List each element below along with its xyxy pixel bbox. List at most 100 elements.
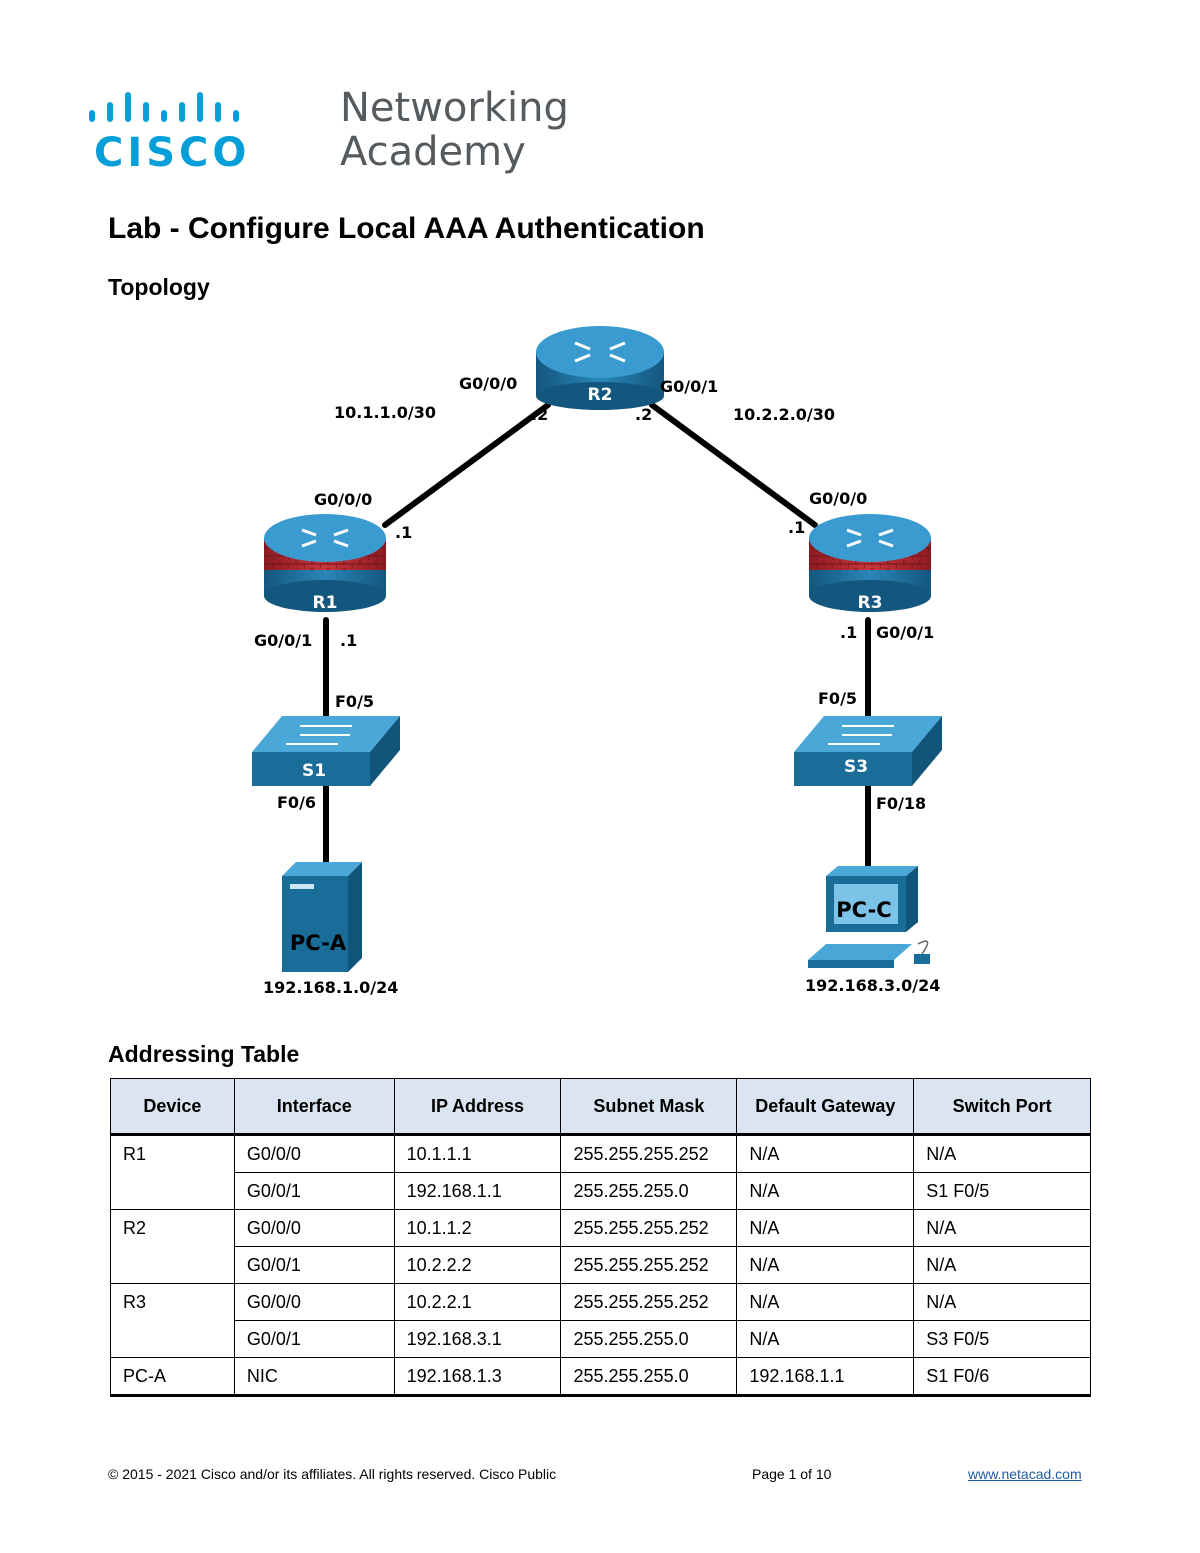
table-row: G0/0/1 192.168.1.1 255.255.255.0 N/A S1 … (111, 1172, 1091, 1210)
table-row: R2 G0/0/0 10.1.1.2 255.255.255.252 N/A N… (110, 1209, 1091, 1284)
link-r2-r3 (649, 402, 818, 528)
cell-device: R2 (110, 1209, 235, 1284)
header-device: Device (110, 1078, 235, 1136)
r1-dot-down: .1 (340, 631, 357, 650)
cell-mask: 255.255.255.252 (560, 1209, 738, 1247)
table-row: G0/0/1 10.2.2.2 255.255.255.252 N/A N/A (111, 1246, 1091, 1284)
cell-device: R1 (110, 1134, 235, 1210)
r2-name: R2 (588, 385, 613, 405)
pc-a-network: 192.168.1.0/24 (263, 978, 398, 997)
r3-dot-down: .1 (840, 623, 857, 642)
cell-switch-port: N/A (913, 1246, 1091, 1284)
cell-switch-port: N/A (913, 1134, 1091, 1173)
brand-line-academy: Academy (340, 129, 526, 175)
page-title: Lab - Configure Local AAA Authentication (108, 212, 705, 245)
r2-dot-right: .2 (635, 405, 652, 424)
r3-dot-up: .1 (788, 518, 805, 537)
cell-ip: 10.2.2.1 (393, 1283, 562, 1321)
brand-line-networking: Networking (340, 85, 569, 131)
r1-dot-up: .1 (395, 523, 412, 542)
s1-name: S1 (302, 761, 326, 781)
s3-up-port: F0/5 (818, 689, 857, 708)
r2-dot-left: .2 (531, 405, 548, 424)
cell-ip: 192.168.3.1 (393, 1320, 562, 1358)
cell-switch-port: S1 F0/5 (913, 1172, 1091, 1210)
router-r3-firewall-icon (809, 514, 931, 612)
addressing-table: Device Interface IP Address Subnet Mask … (110, 1078, 1091, 1397)
cell-ip: 192.168.1.1 (393, 1172, 562, 1210)
cisco-wordmark: CISCO (94, 130, 251, 176)
cell-gateway: 192.168.1.1 (736, 1357, 915, 1397)
cell-ip: 10.1.1.2 (393, 1209, 562, 1247)
cell-switch-port: N/A (913, 1283, 1091, 1321)
cell-mask: 255.255.255.252 (560, 1134, 738, 1173)
cell-interface: G0/0/1 (233, 1246, 395, 1284)
r1-g001-label: G0/0/1 (254, 631, 312, 650)
switch-s3-icon (794, 716, 942, 786)
cell-gateway: N/A (736, 1209, 915, 1247)
cell-device: PC-A (110, 1357, 235, 1397)
r1-g000-label: G0/0/0 (314, 490, 372, 509)
pc-a-server-icon (282, 862, 362, 972)
cell-interface: G0/0/0 (233, 1134, 395, 1173)
cisco-networking-academy-logo: CISCO Networking Academy (86, 84, 569, 184)
pc-a-name: PC-A (290, 931, 347, 955)
header-subnet-mask: Subnet Mask (560, 1078, 738, 1136)
s3-down-port: F0/18 (876, 794, 926, 813)
header-ip-address: IP Address (393, 1078, 562, 1136)
cell-ip: 10.1.1.1 (393, 1134, 562, 1173)
cell-mask: 255.255.255.0 (560, 1172, 738, 1210)
cell-interface: G0/0/0 (233, 1209, 395, 1247)
table-row: R1 G0/0/0 10.1.1.1 255.255.255.252 N/A N… (110, 1134, 1091, 1210)
header-default-gateway: Default Gateway (736, 1078, 915, 1136)
s3-name: S3 (844, 757, 868, 777)
table-row: R3 G0/0/0 10.2.2.1 255.255.255.252 N/A N… (110, 1283, 1091, 1358)
cell-device: R3 (110, 1283, 235, 1358)
cell-switch-port: S1 F0/6 (913, 1357, 1091, 1397)
cell-gateway: N/A (736, 1320, 915, 1358)
pc-c-workstation-icon (808, 866, 930, 968)
cell-interface: NIC (233, 1357, 395, 1397)
r3-name: R3 (858, 593, 883, 613)
footer-netacad-link[interactable]: www.netacad.com (968, 1466, 1082, 1482)
s1-up-port: F0/5 (335, 692, 374, 711)
r3-g000-label: G0/0/0 (809, 489, 867, 508)
cell-gateway: N/A (736, 1246, 915, 1284)
r1-name: R1 (313, 593, 338, 613)
router-r2-icon (536, 326, 664, 410)
cell-ip: 192.168.1.3 (393, 1357, 562, 1397)
cell-mask: 255.255.255.252 (560, 1283, 738, 1321)
net-left-label: 10.1.1.0/30 (334, 403, 436, 422)
cell-switch-port: S3 F0/5 (913, 1320, 1091, 1358)
pc-c-name: PC-C (836, 898, 891, 922)
net-right-label: 10.2.2.0/30 (733, 405, 835, 424)
cell-gateway: N/A (736, 1172, 915, 1210)
cell-switch-port: N/A (913, 1209, 1091, 1247)
addressing-table-heading: Addressing Table (108, 1041, 300, 1067)
cell-interface: G0/0/1 (233, 1320, 395, 1358)
brand-text: Networking Academy (340, 86, 569, 174)
s1-down-port: F0/6 (277, 793, 316, 812)
cell-mask: 255.255.255.252 (560, 1246, 738, 1284)
cell-gateway: N/A (736, 1283, 915, 1321)
cell-gateway: N/A (736, 1134, 915, 1173)
table-row: PC-A NIC 192.168.1.3 255.255.255.0 192.1… (110, 1357, 1091, 1397)
cell-interface: G0/0/1 (233, 1172, 395, 1210)
topology-diagram: R2 R1 R3 S1 (252, 326, 942, 997)
pc-c-network: 192.168.3.0/24 (805, 976, 940, 995)
footer-copyright: © 2015 - 2021 Cisco and/or its affiliate… (108, 1466, 557, 1482)
cell-mask: 255.255.255.0 (560, 1320, 738, 1358)
r2-g000-label: G0/0/0 (459, 374, 517, 393)
switch-s1-icon (252, 716, 400, 786)
topology-heading: Topology (108, 274, 210, 300)
cisco-bars-icon (89, 92, 239, 122)
link-r1-r2 (382, 402, 551, 528)
header-interface: Interface (233, 1078, 395, 1136)
r3-g001-label: G0/0/1 (876, 623, 934, 642)
router-r1-firewall-icon (264, 514, 386, 612)
cell-ip: 10.2.2.2 (393, 1246, 562, 1284)
cell-mask: 255.255.255.0 (560, 1357, 738, 1397)
header-switch-port: Switch Port (913, 1078, 1091, 1136)
table-row: G0/0/1 192.168.3.1 255.255.255.0 N/A S3 … (111, 1320, 1091, 1358)
table-header-row: Device Interface IP Address Subnet Mask … (110, 1078, 1091, 1136)
